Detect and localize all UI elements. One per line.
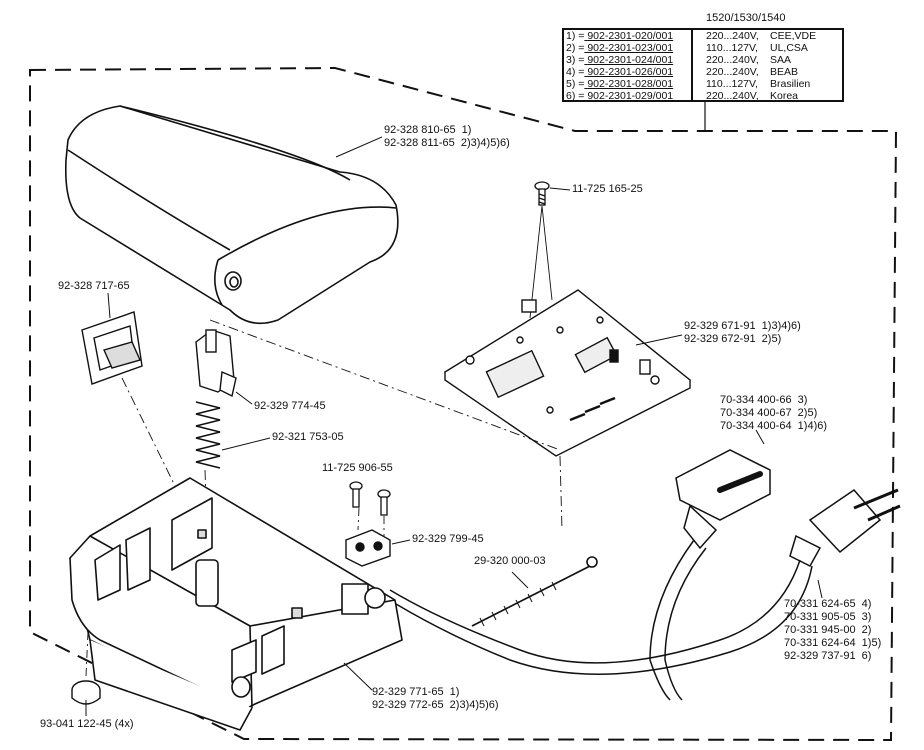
row-part-number: 902-2301-023/001 bbox=[587, 42, 674, 54]
row-index: 4) = bbox=[566, 66, 585, 78]
row-standard: SAA bbox=[770, 54, 792, 66]
table-row: 3) = 902-2301-024/001 220...240V, SAA bbox=[564, 55, 842, 66]
row-part-number: 902-2301-026/001 bbox=[587, 66, 674, 78]
spring-part bbox=[195, 401, 221, 469]
mains-cable-part-label: 70-331 624-65 4) 70-331 905-05 3) 70-331… bbox=[784, 598, 882, 662]
row-index: 2) = bbox=[566, 42, 585, 54]
row-standard: BEAB bbox=[770, 66, 799, 78]
table-row: 1) = 902-2301-020/001 220...240V, CEE,VD… bbox=[564, 31, 842, 42]
row-index: 6) = bbox=[566, 90, 585, 102]
row-part-number: 902-2301-029/001 bbox=[587, 90, 674, 102]
variant-table-header: 1520/1530/1540 bbox=[706, 12, 786, 24]
mains-plug bbox=[389, 488, 901, 675]
row-standard: CEE,VDE bbox=[770, 30, 817, 42]
pcb bbox=[443, 289, 692, 457]
row-part-number: 902-2301-028/001 bbox=[587, 78, 674, 90]
screw-pair bbox=[349, 481, 391, 516]
screws-part-label: 11-725 906-55 bbox=[322, 462, 393, 474]
row-part-number: 902-2301-024/001 bbox=[587, 54, 674, 66]
pcb-screw-part-label: 11-725 165-25 bbox=[572, 183, 643, 195]
row-index: 1) = bbox=[566, 30, 585, 42]
foot-part-label: 93-041 122-45 (4x) bbox=[40, 718, 134, 730]
row-voltage: 220...240V, bbox=[706, 30, 759, 42]
row-standard: Korea bbox=[770, 90, 799, 102]
connector-cable-part-label: 70-334 400-66 3) 70-334 400-67 2)5) 70-3… bbox=[720, 394, 828, 432]
assembly-boundary bbox=[29, 66, 898, 742]
strain-relief bbox=[345, 529, 391, 567]
row-voltage: 220...240V, bbox=[706, 54, 759, 66]
switch-part bbox=[195, 329, 237, 398]
base-housing bbox=[69, 477, 403, 731]
table-divider bbox=[691, 30, 693, 100]
base-part-label: 92-329 771-65 1) 92-329 772-65 2)3)4)5)6… bbox=[372, 686, 499, 711]
rubber-foot bbox=[71, 680, 101, 705]
cable-tie-part-label: 29-320 000-03 bbox=[474, 555, 546, 567]
variant-table: 1) = 902-2301-020/001 220...240V, CEE,VD… bbox=[562, 28, 844, 102]
table-row: 4) = 902-2301-026/001 220...240V, BEAB bbox=[564, 67, 842, 78]
row-index: 3) = bbox=[566, 54, 585, 66]
row-part-number: 902-2301-020/001 bbox=[587, 30, 674, 42]
table-row: 5) = 902-2301-028/001 110...127V, Brasil… bbox=[564, 79, 842, 90]
row-standard: UL,CSA bbox=[770, 42, 808, 54]
pcb-screw bbox=[534, 181, 550, 206]
row-voltage: 110...127V, bbox=[706, 78, 758, 90]
switch-part-label: 92-329 774-45 bbox=[254, 400, 326, 412]
pcb-part-label: 92-329 671-91 1)3)4)6) 92-329 672-91 2)5… bbox=[684, 320, 801, 345]
row-voltage: 220...240V, bbox=[706, 66, 759, 78]
top-cover bbox=[64, 105, 399, 325]
clip-part-label: 92-328 717-65 bbox=[58, 280, 130, 292]
connector-cable bbox=[649, 449, 771, 701]
spring-part-label: 92-321 753-05 bbox=[272, 431, 344, 443]
table-row: 2) = 902-2301-023/001 110...127V, UL,CSA bbox=[564, 43, 842, 54]
row-index: 5) = bbox=[566, 78, 585, 90]
row-voltage: 110...127V, bbox=[706, 42, 758, 54]
strain-relief-part-label: 92-329 799-45 bbox=[412, 533, 484, 545]
row-voltage: 220...240V, bbox=[706, 90, 759, 102]
cable-tie bbox=[471, 556, 598, 627]
table-row: 6) = 902-2301-029/001 220...240V, Korea bbox=[564, 91, 842, 102]
clip-part bbox=[81, 311, 143, 385]
cover-part-label: 92-328 810-65 1) 92-328 811-65 2)3)4)5)6… bbox=[384, 124, 510, 149]
row-standard: Brasilien bbox=[770, 78, 811, 90]
